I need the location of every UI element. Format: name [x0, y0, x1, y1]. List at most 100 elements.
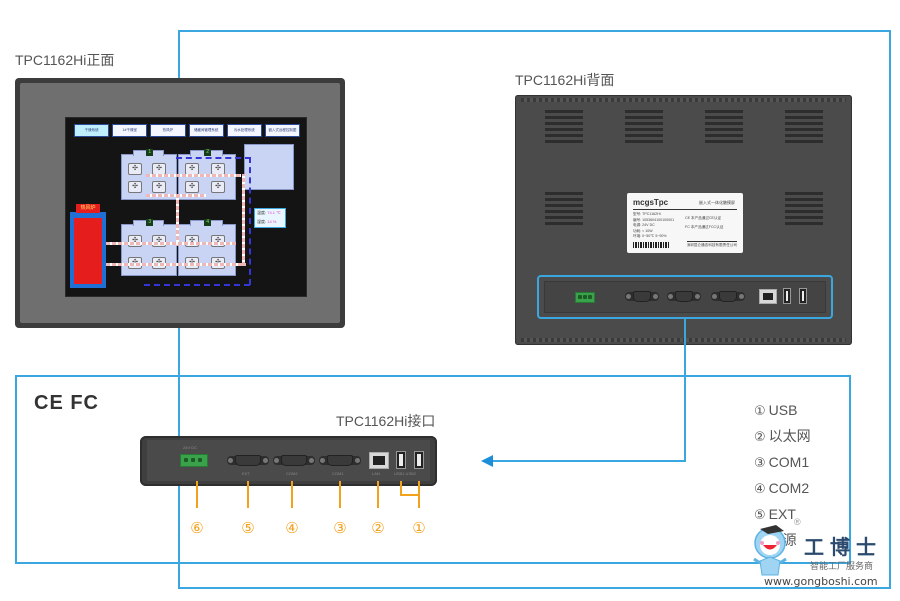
legend-label: EXT [768, 506, 796, 522]
callout-lead [400, 494, 420, 496]
hot-pipe [176, 194, 179, 246]
hmi-screen: 干燥系统 1#干燥室 热风炉 储藏间管理系统 污水处理系统 嵌入式远程控制图 1… [65, 117, 307, 297]
arrow-head-icon [481, 455, 493, 467]
label-certs: CE 本产品通过CE认证 FC 本产品通过FCC认证 [685, 214, 723, 232]
legend-label: USB [768, 402, 798, 418]
outer-frame-top [178, 30, 891, 32]
callout-lead [377, 481, 379, 508]
label-divider [633, 209, 737, 210]
back-port-strip [544, 281, 826, 313]
front-panel: 干燥系统 1#干燥室 热风炉 储藏间管理系统 污水处理系统 嵌入式远程控制图 1… [15, 78, 345, 328]
hot-pipe [146, 174, 241, 177]
front-caption: TPC1162Hi正面 [15, 52, 115, 68]
spec-line: 编号: 1053604100100001 [633, 217, 675, 222]
inner-frame-top [15, 375, 851, 377]
callout-lead [196, 481, 198, 508]
inner-frame-left [15, 375, 17, 564]
front-bezel: 干燥系统 1#干燥室 热风炉 储藏间管理系统 污水处理系统 嵌入式远程控制图 1… [20, 83, 340, 323]
boiler: 热风炉 [70, 204, 106, 288]
edge-teeth [521, 98, 846, 102]
vent [545, 192, 583, 228]
company-name: 深圳昆仑通态科技有限责任公司 [686, 241, 737, 247]
hmi-tab[interactable]: 污水处理系统 [226, 124, 262, 137]
callout-lead [291, 481, 293, 508]
hmi-tab[interactable]: 嵌入式远程控制图 [264, 124, 301, 137]
port-silk-ext: EXT [242, 471, 250, 476]
room-3: 3 ✣ ✣ ✣ ✣ [121, 219, 177, 276]
port-silk-com1: COM1 [332, 471, 344, 476]
hot-pipe [106, 263, 246, 266]
legend-label: COM2 [768, 480, 810, 496]
port-silk-usb: USB1 USB2 [394, 471, 417, 476]
db9-port-com2 [273, 455, 315, 466]
tank-unit [244, 144, 294, 190]
humidity-value: 14 % [267, 219, 277, 224]
db9-port [667, 291, 701, 302]
fan-icon: ✣ [211, 235, 225, 247]
legend-label: 以太网 [768, 428, 811, 444]
back-panel: mcgsTpc 嵌入式一体化触摸屏 型号: TPC1162Hi 编号: 1053… [515, 95, 852, 345]
back-port-highlight [537, 275, 833, 319]
product-type: 嵌入式一体化触摸屏 [699, 200, 735, 205]
callout-number: ⑤ [241, 519, 255, 537]
sensor-readout: 温度: 74.1 ℃ 湿度: 14 % [254, 208, 286, 228]
callout-lead [400, 481, 402, 495]
certification-marks: CE FC [34, 392, 99, 414]
port-silk-lan: LAN [372, 471, 380, 476]
hmi-tab[interactable]: 热风炉 [150, 124, 186, 137]
legend-label: COM1 [768, 454, 810, 470]
db9-port-com1 [319, 455, 361, 466]
product-label: mcgsTpc 嵌入式一体化触摸屏 型号: TPC1162Hi 编号: 1053… [627, 193, 743, 253]
inner-frame-right [849, 375, 851, 564]
back-caption: TPC1162Hi背面 [515, 72, 615, 88]
fan-icon: ✣ [211, 181, 225, 193]
vent [545, 110, 583, 146]
callout-number: ③ [333, 519, 347, 537]
connector-line [684, 318, 686, 462]
boiler-body [74, 218, 102, 284]
spec-line: 功耗: < 10W [633, 228, 653, 233]
hmi-tab[interactable]: 干燥系统 [74, 124, 110, 137]
db9-port-ext [227, 455, 269, 466]
legend-number: ⑤ [754, 508, 766, 523]
callout-number: ⑥ [190, 519, 204, 537]
callout-number: ② [371, 519, 385, 537]
spec-line: 型号: TPC1162Hi [633, 212, 661, 216]
rj45-port [369, 452, 389, 469]
legend-number: ② [754, 430, 766, 445]
hmi-tab[interactable]: 1#干燥室 [112, 124, 148, 137]
temperature-row: 温度: 74.1 ℃ [257, 210, 283, 216]
return-pipe [249, 157, 251, 285]
fan-icon: ✣ [152, 235, 166, 247]
port-silk-power: 24V DC [183, 445, 198, 450]
hmi-tab[interactable]: 储藏间管理系统 [188, 124, 224, 137]
outer-frame-right [889, 30, 891, 589]
vent [625, 110, 663, 146]
registered-mark: ® [794, 517, 801, 527]
temperature-label: 温度: [257, 210, 267, 215]
humidity-row: 湿度: 14 % [257, 219, 283, 225]
usb-port [799, 288, 807, 304]
callout-lead [247, 481, 249, 508]
watermark: 工博士 ® 智能工厂服务商 www.gongboshi.com [748, 517, 888, 591]
usb-port [783, 288, 791, 304]
edge-teeth [521, 338, 846, 342]
temperature-value: 74.1 ℃ [267, 210, 281, 215]
vent [785, 110, 823, 146]
return-pipe [144, 284, 250, 286]
room-number: 3 [146, 219, 154, 226]
barcode [633, 242, 669, 248]
cert-line: CE 本产品通过CE认证 [685, 216, 722, 220]
connector-line [492, 460, 686, 462]
room-4: 4 ✣ ✣ ✣ ✣ [178, 219, 236, 276]
outer-frame-bottom [178, 587, 891, 589]
power-terminal [575, 292, 595, 303]
callout-number: ① [412, 519, 426, 537]
spec-line: 环境: 0~50℃ 5~90% [633, 234, 667, 238]
rj45-port [759, 289, 777, 304]
brand-logo: mcgsTpc [633, 198, 669, 207]
